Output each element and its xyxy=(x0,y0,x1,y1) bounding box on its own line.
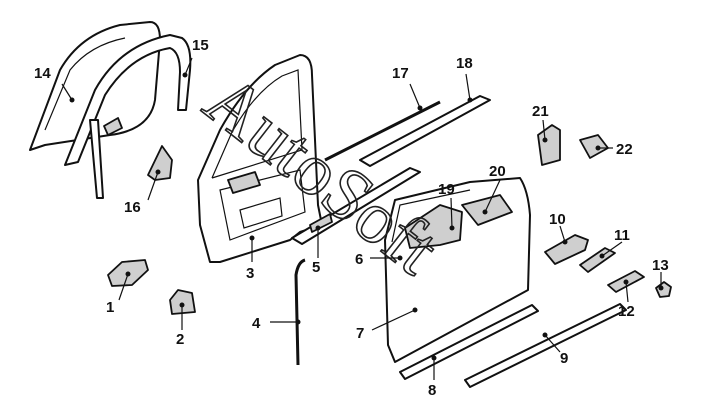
callout-9: 9 xyxy=(560,350,568,367)
callout-4: 4 xyxy=(252,315,261,332)
callout-12: 12 xyxy=(618,303,635,320)
striker-part xyxy=(537,124,561,166)
glass-run-channel-part xyxy=(64,34,192,166)
callout-2: 2 xyxy=(176,331,184,348)
latch-part xyxy=(579,247,616,273)
mirror-bracket-part xyxy=(147,145,173,181)
callout-15: 15 xyxy=(192,37,209,54)
callout-17: 17 xyxy=(392,65,409,82)
leader-lines xyxy=(61,57,664,380)
callout-1: 1 xyxy=(106,299,114,316)
glass-run-lower-part xyxy=(89,119,104,199)
callout-16: 16 xyxy=(124,199,141,216)
rocker-moulding-part xyxy=(464,303,627,388)
check-strap-part xyxy=(579,134,609,159)
callout-labels: 1 2 3 4 5 6 7 8 9 10 11 12 13 14 15 16 1… xyxy=(34,37,669,399)
callout-6: 6 xyxy=(355,251,363,268)
callout-20: 20 xyxy=(489,163,506,180)
outer-handle-part xyxy=(461,194,513,226)
weatherstrip-part xyxy=(324,100,441,162)
hinge-plate-part xyxy=(169,289,196,315)
clip-part xyxy=(655,281,672,298)
callout-13: 13 xyxy=(652,257,669,274)
hinge-part xyxy=(404,204,463,249)
callout-8: 8 xyxy=(428,382,436,399)
callout-10: 10 xyxy=(549,211,566,228)
callout-5: 5 xyxy=(312,259,320,276)
callout-3: 3 xyxy=(246,265,254,282)
callout-19: 19 xyxy=(438,181,455,198)
belt-strip-part xyxy=(359,95,491,167)
callout-7: 7 xyxy=(356,325,364,342)
callout-14: 14 xyxy=(34,65,51,82)
lock-actuator-part xyxy=(544,234,589,265)
callout-18: 18 xyxy=(456,55,473,72)
door-seal-wire-part xyxy=(294,258,306,366)
callout-22: 22 xyxy=(616,141,633,158)
callout-21: 21 xyxy=(532,103,549,120)
callout-11: 11 xyxy=(614,227,630,244)
